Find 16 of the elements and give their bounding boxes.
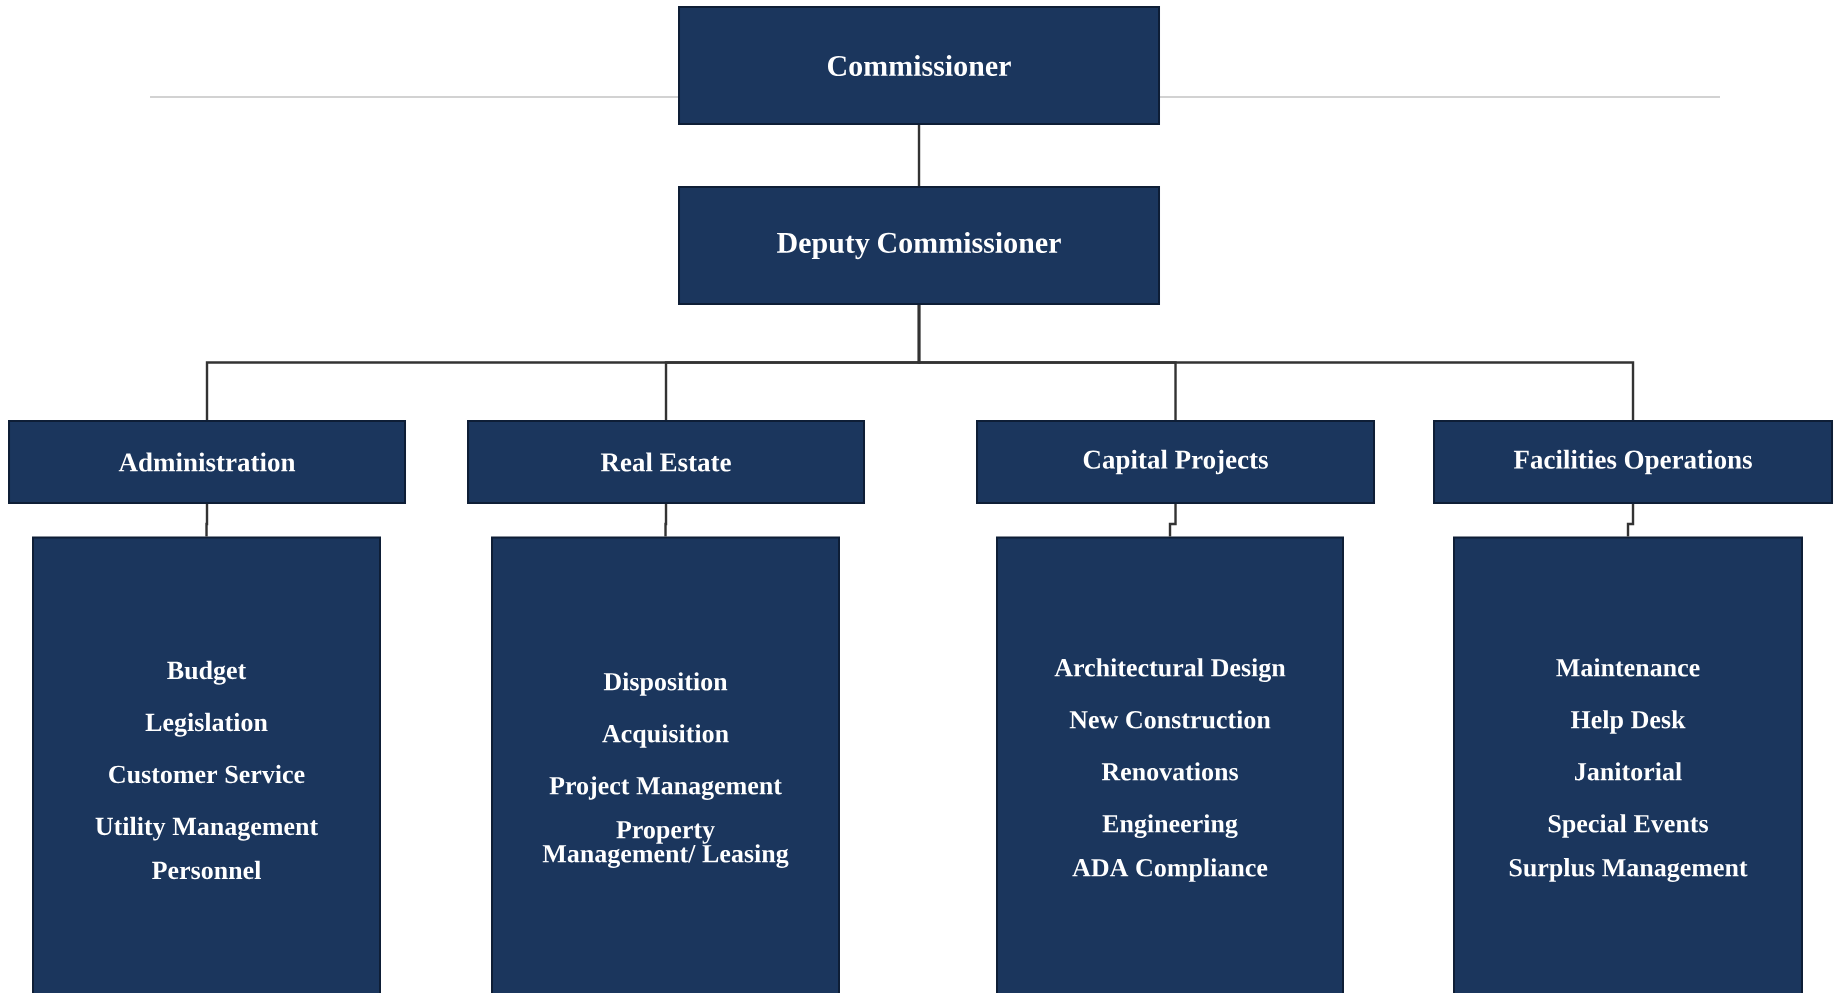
- connector-line: [917, 125, 921, 186]
- unit-list-box: Maintenance Help Desk Janitorial Special Events Surplus Management: [1453, 536, 1803, 993]
- connector-line: [205, 504, 209, 537]
- connector-line: [917, 305, 1635, 420]
- unit-list-box: Disposition Acquisition Project Management Property Management/ Leasing: [491, 536, 840, 993]
- department-box: Capital Projects: [976, 420, 1375, 504]
- unit-list-box: Architectural Design New Construction Renovations Engineering ADA Compliance: [996, 536, 1344, 993]
- connector-line: [664, 504, 668, 537]
- department-box: Real Estate: [467, 420, 865, 504]
- department-box: Facilities Operations: [1433, 420, 1833, 504]
- department-box: Administration: [8, 420, 406, 504]
- title-box: Deputy Commissioner: [678, 186, 1160, 305]
- title-box: Commissioner: [678, 6, 1160, 125]
- unit-list-box: Budget Legislation Customer Service Utility Management Personnel: [32, 536, 381, 993]
- connector-line: [1168, 504, 1177, 537]
- connector-line: [1626, 504, 1635, 537]
